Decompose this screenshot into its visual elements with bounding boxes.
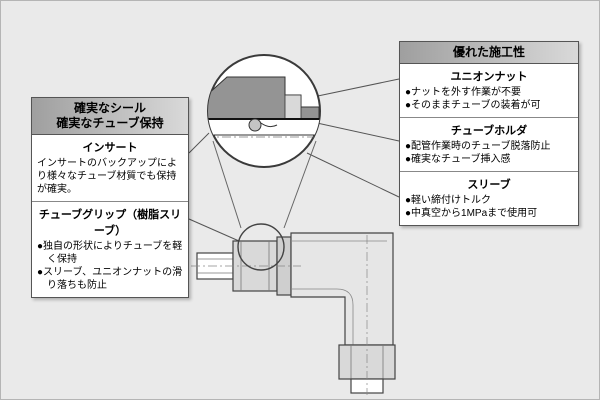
insert-title: インサート [82, 142, 138, 154]
sleeve-title: スリーブ [467, 179, 511, 191]
tube-holder-title: チューブホルダ [450, 125, 528, 137]
zoom-cone-lines [212, 140, 317, 229]
tube-grip-title: チューブグリップ（樹脂スリーブ） [38, 209, 182, 237]
sleeve-bullet-2: ●中真空から1MPaまで使用可 [405, 208, 538, 219]
union-nut-title: ユニオンナット [450, 71, 528, 83]
left-header-line2: 確実なチューブ保持 [56, 116, 164, 130]
tube-grip-bullet-2: ●スリーブ、ユニオンナットの滑り落ちも防止 [37, 267, 183, 291]
sleeve-section: スリーブ ●軽い締付けトルク ●中真空から1MPaまで使用可 [400, 171, 578, 225]
tube-grip [248, 118, 262, 132]
union-nut-bullet-1: ●ナットを外す作業が不要 [405, 87, 522, 98]
tube-holder-bullet-2: ●確実なチューブ挿入感 [405, 154, 511, 165]
sleeve-bullet-1: ●軽い締付けトルク [405, 195, 492, 206]
tube-grip-section: チューブグリップ（樹脂スリーブ） ●独自の形状によりチューブを軽く保持 ●スリー… [32, 201, 188, 297]
tube-grip-bullet-1: ●独自の形状によりチューブを軽く保持 [37, 241, 183, 265]
tube-cross-section [208, 118, 320, 136]
magnified-view [207, 54, 321, 168]
leader-lines [188, 78, 400, 242]
sleeve-cross-section [284, 94, 302, 122]
insert-description: インサートのバックアップにより様々なチューブ材質でも保持が確実。 [37, 158, 177, 195]
union-nut-bullet-2: ●そのままチューブの装着が可 [405, 100, 541, 111]
tube-holder-bullet-1: ●配管作業時のチューブ脱落防止 [405, 141, 551, 152]
union-nut-section: ユニオンナット ●ナットを外す作業が不要 ●そのままチューブの装着が可 [400, 64, 578, 117]
seal-retention-callout: 確実なシール 確実なチューブ保持 インサート インサートのバックアップにより様々… [31, 97, 189, 298]
tube-holder-section: チューブホルダ ●配管作業時のチューブ脱落防止 ●確実なチューブ挿入感 [400, 117, 578, 171]
zoom-source-circle [237, 223, 285, 271]
left-callout-header: 確実なシール 確実なチューブ保持 [32, 98, 188, 135]
left-header-line1: 確実なシール [73, 101, 146, 115]
workability-callout: 優れた施工性 ユニオンナット ●ナットを外す作業が不要 ●そのままチューブの装着… [399, 41, 579, 226]
elbow-fitting-drawing [191, 232, 396, 395]
insert-section: インサート インサートのバックアップにより様々なチューブ材質でも保持が確実。 [32, 135, 188, 201]
right-callout-header: 優れた施工性 [400, 42, 578, 64]
